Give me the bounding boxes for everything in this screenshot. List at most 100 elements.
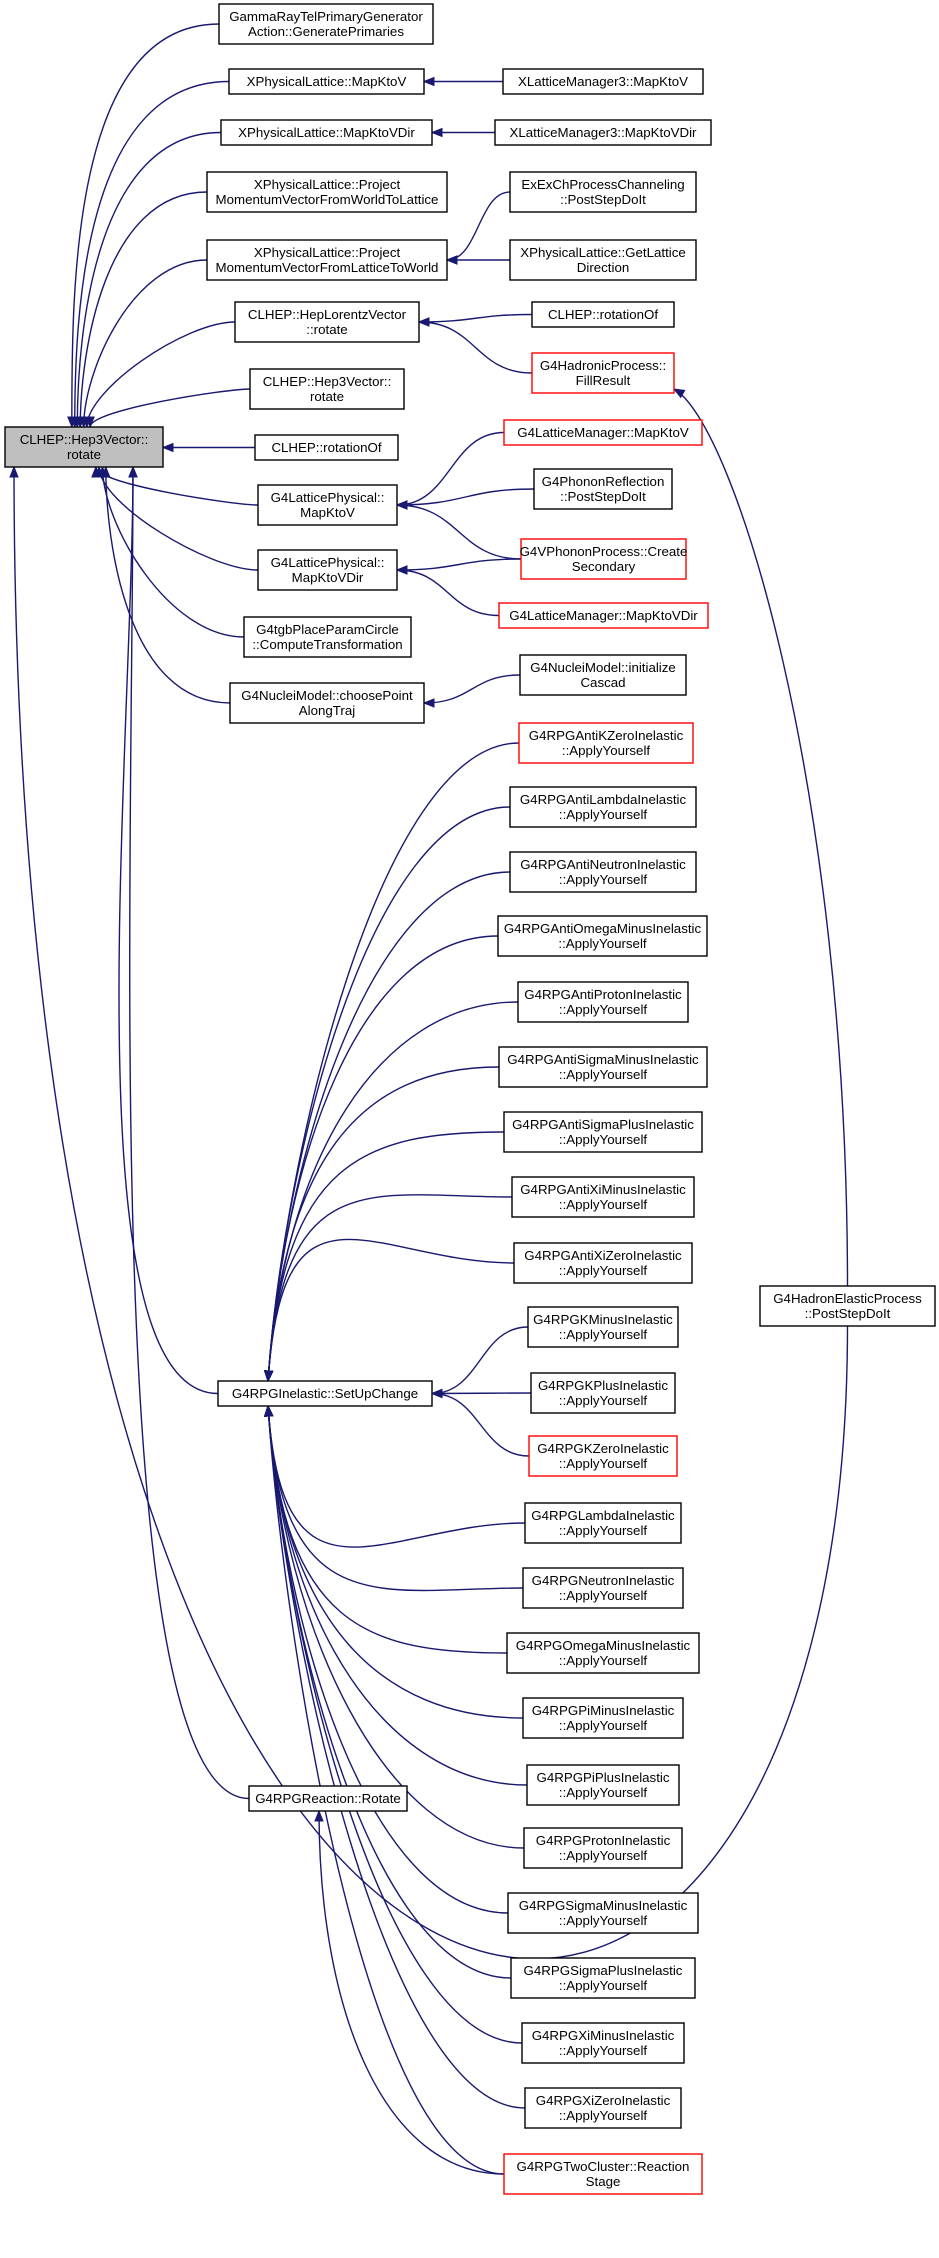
node-box[interactable] bbox=[522, 1567, 684, 1609]
node-xlm3_mapktovdir[interactable]: XLatticeManager3::MapKtoVDir bbox=[494, 119, 712, 146]
node-box[interactable] bbox=[234, 301, 420, 343]
node-g4phonon_refl[interactable]: G4PhononReflection::PostStepDoIt bbox=[533, 468, 673, 510]
node-clhep_rotationof2[interactable]: CLHEP::rotationOf bbox=[531, 301, 675, 328]
node-xpl_proj_l2w[interactable]: XPhysicalLattice::ProjectMomentumVectorF… bbox=[206, 239, 448, 281]
node-box[interactable] bbox=[498, 602, 709, 629]
node-g4hp_fillresult[interactable]: G4HadronicProcess::FillResult bbox=[531, 352, 675, 394]
node-box[interactable] bbox=[520, 538, 687, 580]
node-ap_antisigmaminus[interactable]: G4RPGAntiSigmaMinusInelastic::ApplyYours… bbox=[498, 1046, 708, 1088]
node-box[interactable] bbox=[517, 981, 689, 1023]
node-box[interactable] bbox=[257, 549, 398, 591]
node-box[interactable] bbox=[526, 1764, 680, 1806]
node-xpl_proj_w2l[interactable]: XPhysicalLattice::ProjectMomentumVectorF… bbox=[206, 171, 448, 213]
node-g4hadronelastic[interactable]: G4HadronElasticProcess::PostStepDoIt bbox=[759, 1285, 936, 1327]
node-box[interactable] bbox=[527, 1306, 679, 1348]
node-ap_xizero[interactable]: G4RPGXiZeroInelastic::ApplyYourself bbox=[524, 2087, 682, 2129]
node-ap_kzero[interactable]: G4RPGKZeroInelastic::ApplyYourself bbox=[528, 1435, 678, 1477]
node-ap_kminus[interactable]: G4RPGKMinusInelastic::ApplyYourself bbox=[527, 1306, 679, 1348]
node-box[interactable] bbox=[509, 171, 697, 213]
node-box[interactable] bbox=[528, 1435, 678, 1477]
node-box[interactable] bbox=[497, 915, 708, 957]
node-box[interactable] bbox=[206, 239, 448, 281]
node-box[interactable] bbox=[530, 1372, 676, 1414]
node-g4lp_mapktov[interactable]: G4LatticePhysical::MapKtoV bbox=[257, 484, 398, 526]
node-clhep_hlv_rotate[interactable]: CLHEP::HepLorentzVector::rotate bbox=[234, 301, 420, 343]
node-ap_kplus[interactable]: G4RPGKPlusInelastic::ApplyYourself bbox=[530, 1372, 676, 1414]
node-box[interactable] bbox=[217, 1380, 433, 1407]
node-g4lm_mapktovdir[interactable]: G4LatticeManager::MapKtoVDir bbox=[498, 602, 709, 629]
node-clhep_rotationof1[interactable]: CLHEP::rotationOf bbox=[254, 434, 399, 461]
node-box[interactable] bbox=[243, 616, 412, 658]
node-box[interactable] bbox=[509, 786, 697, 828]
node-box[interactable] bbox=[220, 119, 433, 146]
node-ap_sigmaplus[interactable]: G4RPGSigmaPlusInelastic::ApplyYourself bbox=[510, 1957, 696, 1999]
node-g4rpg_rotate[interactable]: G4RPGReaction::Rotate bbox=[248, 1785, 408, 1812]
node-ap_lambda[interactable]: G4RPGLambdaInelastic::ApplyYourself bbox=[524, 1502, 682, 1544]
node-g4lm_mapktov[interactable]: G4LatticeManager::MapKtoV bbox=[503, 419, 703, 446]
node-ap_piplus[interactable]: G4RPGPiPlusInelastic::ApplyYourself bbox=[526, 1764, 680, 1806]
node-box[interactable] bbox=[523, 1827, 683, 1869]
node-box[interactable] bbox=[249, 368, 405, 410]
node-box[interactable] bbox=[521, 2022, 685, 2064]
node-ap_antineutron[interactable]: G4RPGAntiNeutronInelastic::ApplyYourself bbox=[509, 851, 697, 893]
node-box[interactable] bbox=[522, 1697, 684, 1739]
node-box[interactable] bbox=[206, 171, 448, 213]
node-ap_ximinus[interactable]: G4RPGXiMinusInelastic::ApplyYourself bbox=[521, 2022, 685, 2064]
node-box[interactable] bbox=[218, 3, 434, 45]
node-box[interactable] bbox=[229, 682, 425, 724]
node-box[interactable] bbox=[506, 1632, 700, 1674]
node-g4rpg_setup[interactable]: G4RPGInelastic::SetUpChange bbox=[217, 1380, 433, 1407]
node-box[interactable] bbox=[513, 1242, 693, 1284]
node-ap_antisigmaplus[interactable]: G4RPGAntiSigmaPlusInelastic::ApplyYourse… bbox=[503, 1111, 703, 1153]
node-box[interactable] bbox=[503, 1111, 703, 1153]
node-box[interactable] bbox=[759, 1285, 936, 1327]
node-clhep_h3v_rotate[interactable]: CLHEP::Hep3Vector::rotate bbox=[249, 368, 405, 410]
node-gamma[interactable]: GammaRayTelPrimaryGeneratorAction::Gener… bbox=[218, 3, 434, 45]
node-box[interactable] bbox=[524, 1502, 682, 1544]
node-box[interactable] bbox=[498, 1046, 708, 1088]
node-xpl_mapktov[interactable]: XPhysicalLattice::MapKtoV bbox=[228, 68, 425, 95]
node-box[interactable] bbox=[519, 654, 687, 696]
node-xlm3_mapktov[interactable]: XLatticeManager3::MapKtoV bbox=[502, 68, 704, 95]
node-ap_antiximinus[interactable]: G4RPGAntiXiMinusInelastic::ApplyYourself bbox=[511, 1176, 695, 1218]
node-g4tgb[interactable]: G4tgbPlaceParamCircle::ComputeTransforma… bbox=[243, 616, 412, 658]
node-box[interactable] bbox=[518, 722, 694, 764]
node-ap_omegaminus[interactable]: G4RPGOmegaMinusInelastic::ApplyYourself bbox=[506, 1632, 700, 1674]
node-ap_antikzero[interactable]: G4RPGAntiKZeroInelastic::ApplyYourself bbox=[518, 722, 694, 764]
node-box[interactable] bbox=[254, 434, 399, 461]
node-box[interactable] bbox=[503, 419, 703, 446]
node-box[interactable] bbox=[257, 484, 398, 526]
node-box[interactable] bbox=[503, 2153, 703, 2195]
node-box[interactable] bbox=[248, 1785, 408, 1812]
node-box[interactable] bbox=[510, 1957, 696, 1999]
node-box[interactable] bbox=[531, 352, 675, 394]
node-box[interactable] bbox=[524, 2087, 682, 2129]
node-box[interactable] bbox=[494, 119, 712, 146]
node-g4lp_mapktovdir[interactable]: G4LatticePhysical::MapKtoVDir bbox=[257, 549, 398, 591]
node-ap_neutron[interactable]: G4RPGNeutronInelastic::ApplyYourself bbox=[522, 1567, 684, 1609]
node-ap_antilambda[interactable]: G4RPGAntiLambdaInelastic::ApplyYourself bbox=[509, 786, 697, 828]
node-ap_proton[interactable]: G4RPGProtonInelastic::ApplyYourself bbox=[523, 1827, 683, 1869]
node-box[interactable] bbox=[502, 68, 704, 95]
node-box[interactable] bbox=[511, 1176, 695, 1218]
node-box[interactable] bbox=[4, 426, 164, 468]
node-box[interactable] bbox=[228, 68, 425, 95]
node-ap_piminus[interactable]: G4RPGPiMinusInelastic::ApplyYourself bbox=[522, 1697, 684, 1739]
node-box[interactable] bbox=[533, 468, 673, 510]
node-box[interactable] bbox=[509, 239, 697, 281]
node-box[interactable] bbox=[507, 1892, 699, 1934]
node-xpl_mapktovdir[interactable]: XPhysicalLattice::MapKtoVDir bbox=[220, 119, 433, 146]
node-box[interactable] bbox=[531, 301, 675, 328]
node-ap_antiproton[interactable]: G4RPGAntiProtonInelastic::ApplyYourself bbox=[517, 981, 689, 1023]
node-exexch[interactable]: ExExChProcessChanneling::PostStepDoIt bbox=[509, 171, 697, 213]
node-ap_antiomega[interactable]: G4RPGAntiOmegaMinusInelastic::ApplyYours… bbox=[497, 915, 708, 957]
node-box[interactable] bbox=[509, 851, 697, 893]
node-ap_antixizero[interactable]: G4RPGAntiXiZeroInelastic::ApplyYourself bbox=[513, 1242, 693, 1284]
node-ap_sigmaminus[interactable]: G4RPGSigmaMinusInelastic::ApplyYourself bbox=[507, 1892, 699, 1934]
node-root[interactable]: CLHEP::Hep3Vector::rotate bbox=[4, 426, 164, 468]
